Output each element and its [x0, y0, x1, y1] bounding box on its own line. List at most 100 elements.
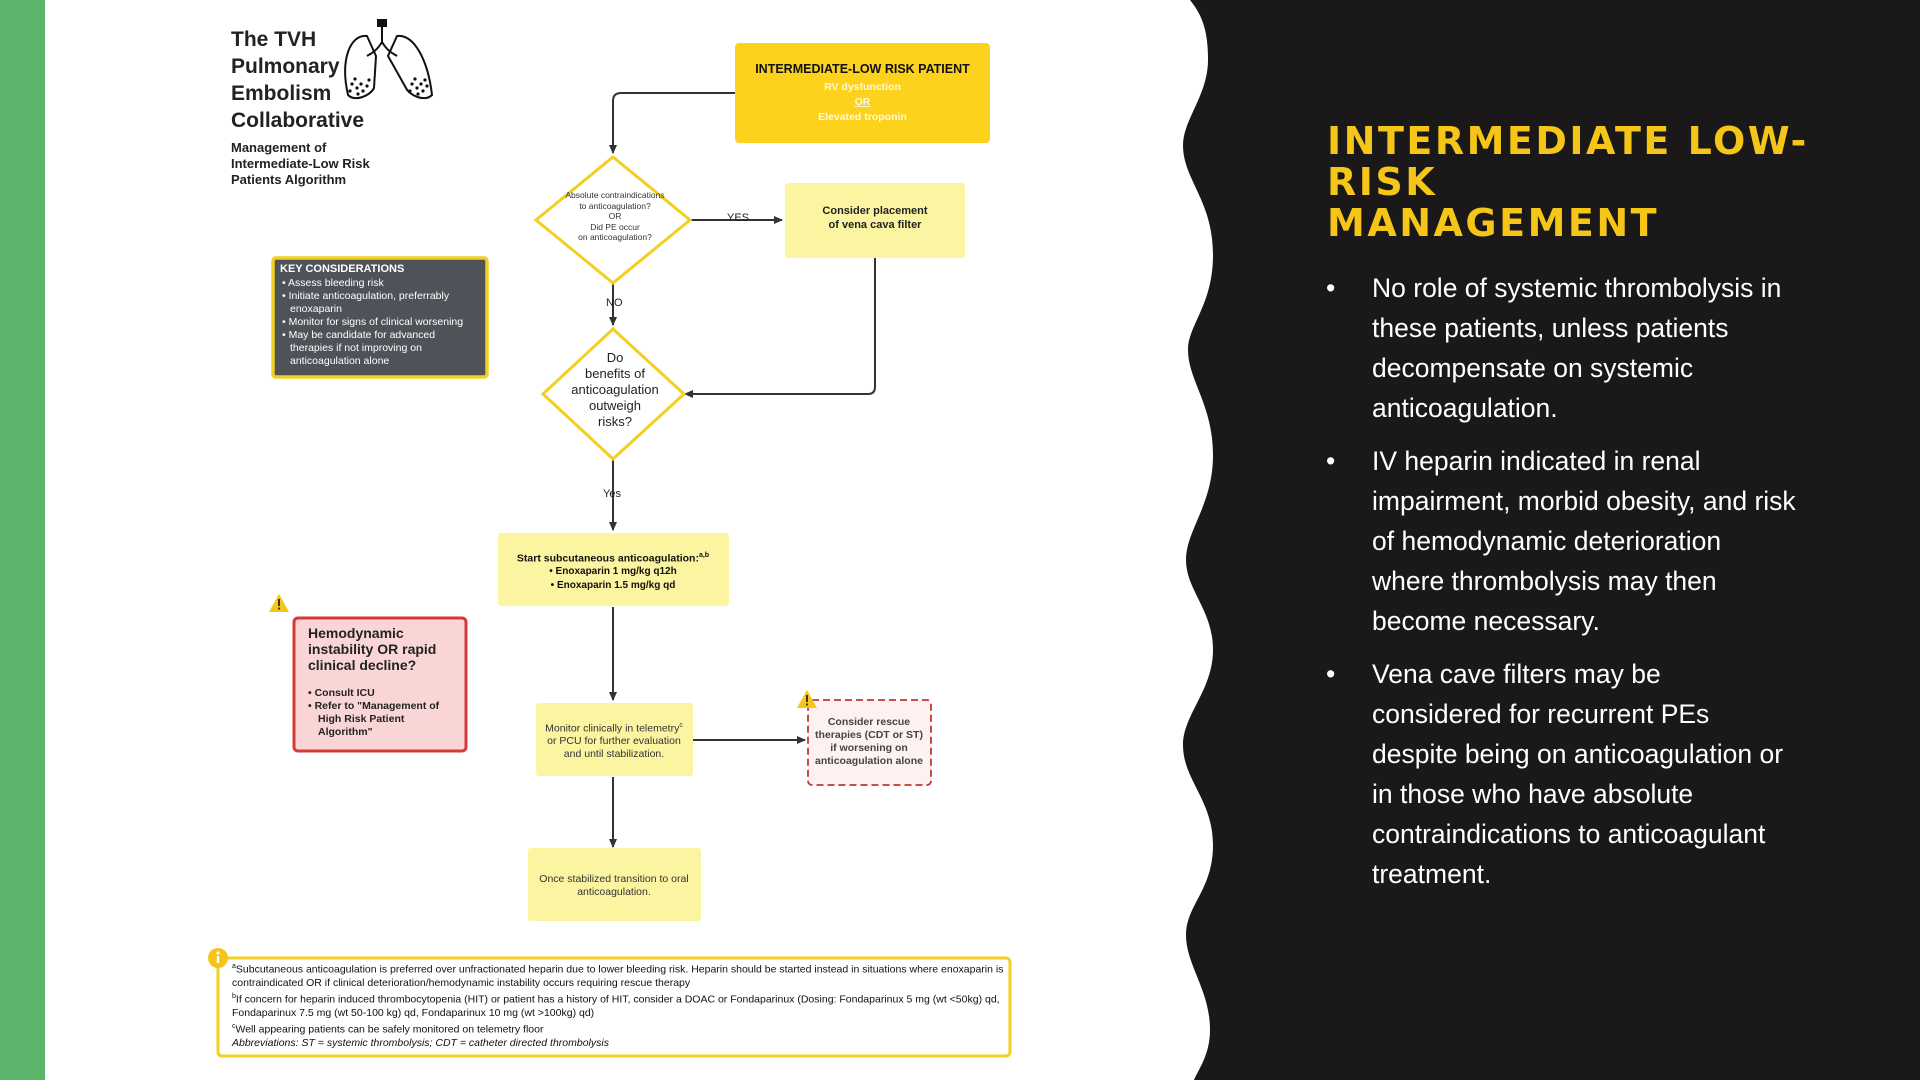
bullet-list: • No role of systemic thrombolysis in th… — [1326, 268, 1796, 907]
footnote-marker: c — [232, 1023, 236, 1031]
decision-contraindications-text: Absolute contraindications to anticoagul… — [555, 190, 675, 243]
bullet-text: No role of systemic thrombolysis in thes… — [1372, 273, 1782, 423]
decision-line: to anticoagulation? — [579, 200, 651, 211]
abbreviations: Abbreviations: ST = systemic thrombolysi… — [232, 1036, 609, 1049]
monitor-line: or PCU for further evaluation — [547, 735, 681, 748]
key-considerations-box — [271, 256, 489, 379]
decision-line: Do — [606, 350, 624, 365]
subtitle-line: Intermediate-Low Risk — [231, 156, 370, 171]
monitor-line: Monitor clinically in telemetryc — [545, 719, 683, 736]
info-icon — [208, 948, 228, 968]
sc-anticoagulation-text: Start subcutaneous anticoagulation:a,b •… — [498, 536, 728, 606]
dose-item: • Enoxaparin 1 mg/kg q12h — [549, 566, 677, 578]
edge-label-yes: Yes — [603, 488, 621, 500]
hemodynamic-text: Hemodynamic instability OR rapid clinica… — [296, 620, 464, 750]
warning-icon — [797, 690, 817, 708]
oral-line: Once stabilized transition to oral — [539, 873, 689, 885]
bullet-item: • IV heparin indicated in renal impairme… — [1326, 441, 1796, 641]
decision-line: Did PE occur — [590, 221, 640, 232]
ivc-line: of vena cava filter — [828, 219, 922, 231]
hemodynamic-title: Hemodynamic instability OR rapid clinica… — [308, 625, 437, 673]
edge-label-no: NO — [606, 297, 623, 309]
rescue-line: Consider rescue — [827, 716, 911, 728]
rescue-text: Consider rescue therapies (CDT or ST) if… — [808, 702, 930, 782]
bullet-text: IV heparin indicated in renal impairment… — [1372, 446, 1796, 636]
key-considerations-title: KEY CONSIDERATIONS — [280, 263, 405, 275]
sc-anticoagulation-box — [498, 533, 729, 606]
slide-title: INTERMEDIATE LOW-RISK MANAGEMENT — [1327, 121, 1887, 244]
ivc-filter-box — [785, 183, 965, 258]
footnote-ref: a,b — [698, 551, 710, 559]
start-title: INTERMEDIATE-LOW RISK PATIENT — [755, 61, 970, 76]
title-line: Collaborative — [231, 109, 365, 132]
decision-line: outweigh — [588, 398, 642, 413]
dark-side-panel — [1183, 0, 1920, 1080]
subtitle-line: Patients Algorithm — [231, 172, 347, 187]
decision-line: risks? — [598, 414, 632, 429]
footnote-c: cWell appearing patients can be safely m… — [232, 1020, 1007, 1037]
oral-transition-box — [528, 848, 701, 921]
footnote-text: If concern for heparin induced thrombocy… — [232, 993, 1000, 1019]
rescue-line: therapies (CDT or ST) — [815, 729, 923, 741]
warning-icon — [269, 594, 289, 612]
list-item: • Refer to "Management of High Risk Pati… — [308, 700, 440, 738]
slide-title-line: MANAGEMENT — [1327, 201, 1660, 245]
monitor-box — [536, 703, 693, 776]
decision-benefits — [540, 326, 687, 462]
left-accent-bar — [0, 0, 45, 1080]
start-or: OR — [854, 95, 871, 108]
list-item: • Initiate anticoagulation, preferrably … — [282, 290, 450, 315]
rescue-line: anticoagulation alone — [815, 755, 923, 767]
monitor-text: Monitor clinically in telemetryc or PCU … — [536, 705, 692, 775]
list-item: • Consult ICU — [308, 687, 375, 699]
start-box-text: INTERMEDIATE-LOW RISK PATIENT RV dysfunc… — [735, 43, 990, 143]
start-criterion: RV dysfunction — [824, 80, 901, 93]
sc-title-text: Start subcutaneous anticoagulation: — [516, 552, 699, 565]
footnote-box — [216, 956, 1012, 1058]
bullet-marker: • — [1326, 273, 1336, 303]
decision-contraindications — [533, 155, 693, 285]
decision-line: benefits of — [585, 366, 645, 381]
key-considerations-list: • Assess bleeding risk • Initiate antico… — [280, 277, 480, 368]
decision-line: anticoagulation — [571, 382, 659, 397]
title-line: Embolism — [231, 82, 332, 105]
decision-line: Absolute contraindications — [565, 190, 665, 200]
list-item: • Monitor for signs of clinical worsenin… — [282, 316, 464, 328]
list-item: • Assess bleeding risk — [282, 277, 384, 289]
slide-title-line: INTERMEDIATE LOW-RISK — [1327, 119, 1809, 204]
bullet-item: • Vena cave filters may be considered fo… — [1326, 654, 1796, 894]
lungs-icon — [344, 19, 434, 99]
footnote-text: Subcutaneous anticoagulation is preferre… — [232, 963, 1004, 989]
rescue-line: if worsening on — [830, 742, 908, 754]
bullet-marker: • — [1326, 659, 1336, 689]
footnote-ref: c — [679, 721, 683, 729]
bullet-marker: • — [1326, 446, 1336, 476]
hemodynamic-list: • Consult ICU • Refer to "Management of … — [308, 687, 452, 739]
monitor-line: and until stabilization. — [563, 748, 665, 761]
organization-title: The TVH Pulmonary Embolism Collaborative — [231, 26, 365, 134]
footnote-b: bIf concern for heparin induced thromboc… — [232, 990, 1007, 1020]
algorithm-subtitle: Management of Intermediate-Low Risk Pati… — [231, 140, 411, 188]
title-line: Pulmonary — [231, 55, 340, 78]
bullet-item: • No role of systemic thrombolysis in th… — [1326, 268, 1796, 428]
oral-line: anticoagulation. — [577, 886, 651, 898]
title-line: The TVH — [231, 28, 317, 51]
decision-line: OR — [608, 211, 622, 221]
list-item: • May be candidate for advanced therapie… — [282, 329, 436, 367]
monitor-line-text: Monitor clinically in telemetry — [545, 722, 680, 735]
footnote-marker: a — [232, 963, 236, 970]
dose-item: • Enoxaparin 1.5 mg/kg qd — [550, 580, 676, 592]
oral-transition-text: Once stabilized transition to oral antic… — [528, 850, 700, 922]
footnote-text: Well appearing patients can be safely mo… — [235, 1023, 544, 1036]
ivc-line: Consider placement — [822, 205, 928, 217]
rescue-box — [807, 699, 932, 786]
start-box — [735, 43, 990, 143]
key-considerations-text: KEY CONSIDERATIONS • Assess bleeding ris… — [274, 260, 486, 375]
decision-line: on anticoagulation? — [578, 232, 652, 242]
footnote-marker: b — [232, 993, 236, 1001]
decision-benefits-text: Do benefits of anticoagulation outweigh … — [555, 350, 675, 430]
bullet-text: Vena cave filters may be considered for … — [1372, 659, 1784, 889]
sc-title: Start subcutaneous anticoagulation:a,b — [517, 549, 709, 566]
footnotes: aSubcutaneous anticoagulation is preferr… — [232, 960, 1007, 1055]
